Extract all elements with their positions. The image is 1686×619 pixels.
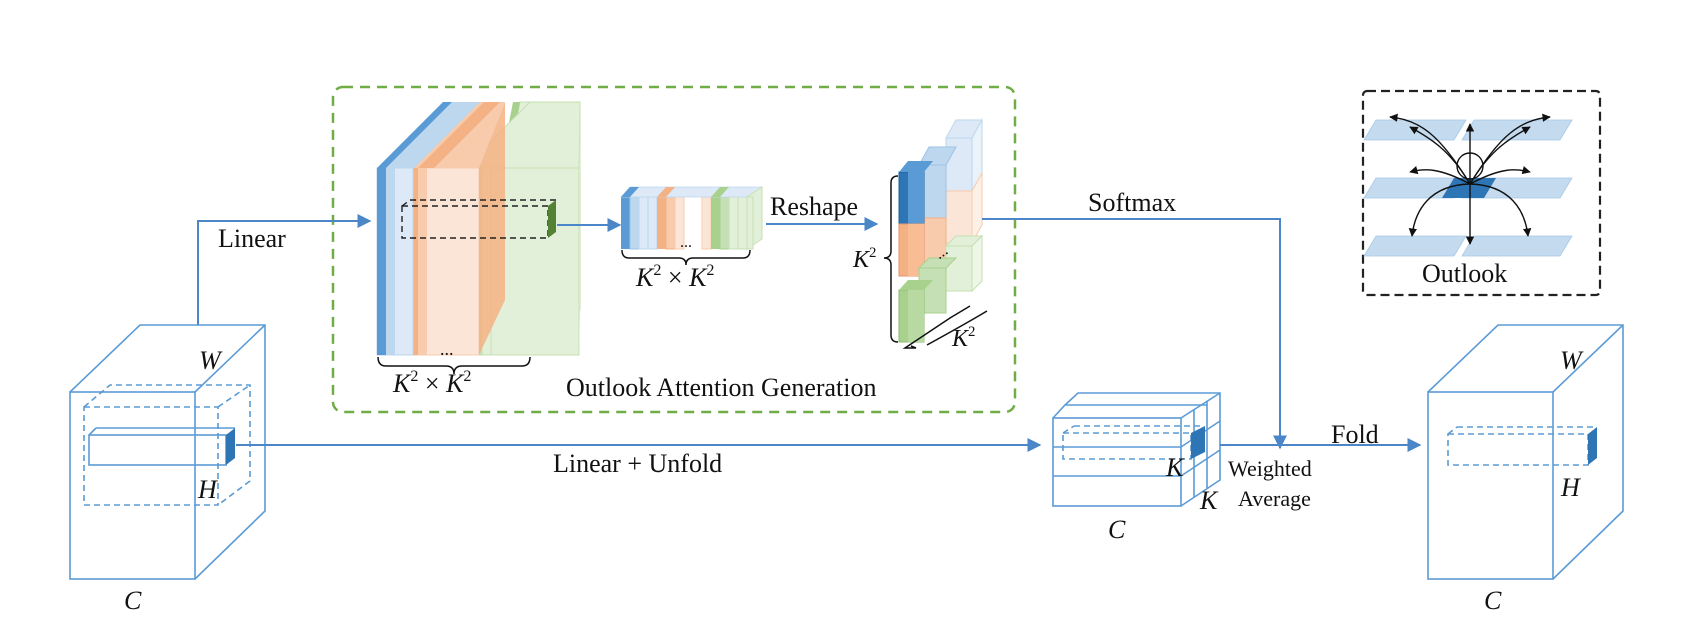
row-dots: ... bbox=[680, 234, 692, 251]
grid-cols-label: K2 bbox=[952, 324, 976, 352]
softmax-arrow bbox=[982, 218, 1287, 450]
flattened-attention-row bbox=[620, 186, 763, 250]
generation-dashed-box bbox=[331, 85, 1017, 414]
right-H-label: H bbox=[1561, 473, 1580, 502]
row-brace bbox=[621, 249, 751, 266]
stack-dots: ... bbox=[440, 339, 454, 359]
fold-label: Fold bbox=[1331, 420, 1379, 449]
input-feature-cube bbox=[69, 324, 266, 580]
output-token-highlight bbox=[1588, 427, 1597, 465]
right-W-label: W bbox=[1560, 346, 1582, 375]
stack-brace bbox=[377, 356, 531, 375]
weighted-label: Weighted bbox=[1228, 456, 1312, 481]
mid-K-side-label: K bbox=[1200, 486, 1218, 515]
average-label: Average bbox=[1238, 486, 1311, 511]
grid-bottom-brace bbox=[902, 305, 988, 349]
outlook-attention-icon bbox=[1361, 89, 1602, 297]
left-H-label: H bbox=[198, 475, 217, 504]
reshape-label: Reshape bbox=[770, 192, 859, 221]
row-size-label: K2 × K2 bbox=[636, 262, 715, 292]
left-C-label: C bbox=[124, 586, 142, 615]
mid-C-label: C bbox=[1108, 515, 1126, 544]
linear-arrow bbox=[197, 214, 372, 325]
input-token-highlight bbox=[226, 428, 235, 465]
unfolded-token-highlight bbox=[1191, 426, 1205, 459]
outlook-label: Outlook bbox=[1422, 259, 1508, 288]
generation-title: Outlook Attention Generation bbox=[566, 373, 877, 402]
linear-unfold-label: Linear + Unfold bbox=[553, 449, 723, 478]
grid-left-brace bbox=[883, 175, 899, 343]
right-C-label: C bbox=[1484, 586, 1502, 615]
softmax-label: Softmax bbox=[1088, 188, 1177, 217]
reshaped-attention-grid bbox=[898, 118, 984, 343]
connector-arrows bbox=[197, 214, 1422, 452]
grid-rows-label: K2 bbox=[853, 245, 877, 273]
left-W-label: W bbox=[199, 346, 221, 375]
stack-size-label: K2 × K2 bbox=[393, 368, 472, 398]
linear-label: Linear bbox=[218, 224, 286, 253]
attention-map-stack bbox=[376, 101, 581, 356]
mid-K-inner-label: K bbox=[1166, 453, 1184, 482]
